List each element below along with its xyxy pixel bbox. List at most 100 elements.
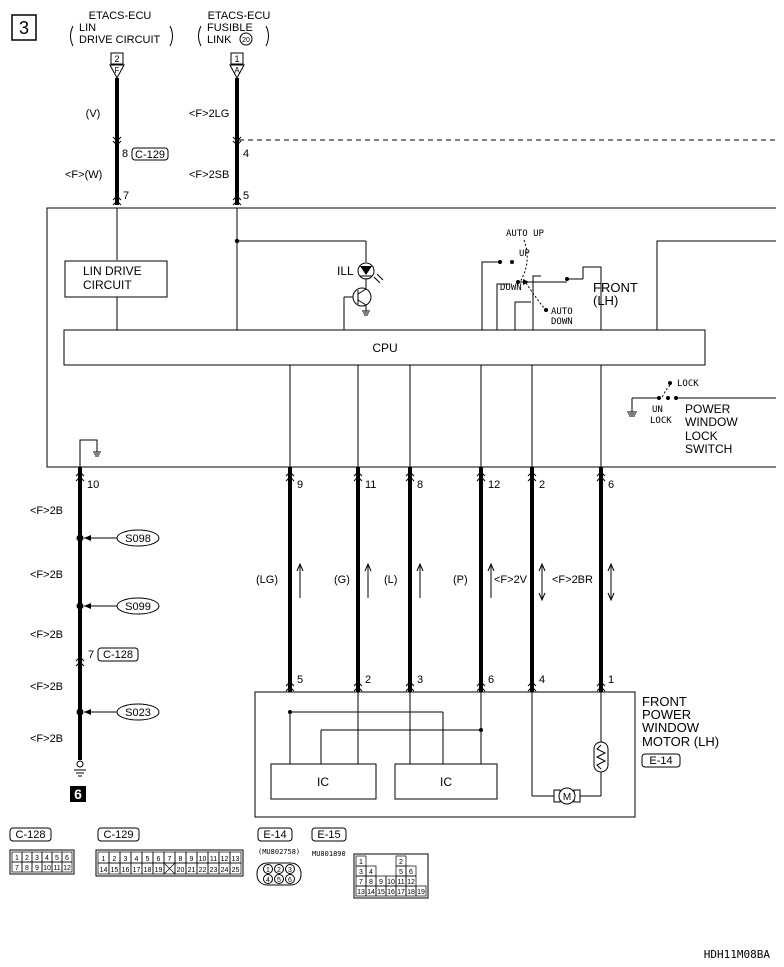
signal-pin-top: 11: [365, 479, 376, 491]
signal-color: (P): [453, 574, 468, 586]
svg-text:6: 6: [409, 869, 413, 876]
svg-text:S023: S023: [125, 707, 151, 719]
svg-text:7: 7: [359, 879, 363, 886]
svg-text:1: 1: [15, 855, 19, 862]
svg-text:19: 19: [155, 867, 163, 874]
ground-color-5: <F>2B: [30, 733, 63, 745]
ic-left: [270, 763, 377, 800]
lock-label: LOCK: [677, 379, 699, 389]
ground-pin-top: 10: [87, 479, 99, 491]
svg-text:13: 13: [232, 856, 240, 863]
svg-text:5: 5: [146, 856, 150, 863]
svg-text:18: 18: [144, 867, 152, 874]
signal-color: <F>2V: [494, 574, 528, 586]
svg-text:13: 13: [357, 889, 365, 896]
motor-line3: WINDOW: [642, 720, 700, 735]
svg-text:11: 11: [53, 865, 60, 872]
svg-text:10: 10: [387, 879, 395, 886]
source-etacs-fusible: ETACS-ECU FUSIBLE LINK 20 1 A: [198, 10, 270, 80]
svg-text:12: 12: [221, 856, 229, 863]
auto-up-label: AUTO UP: [506, 229, 545, 239]
lock-switch-line4: SWITCH: [685, 442, 732, 456]
front-lh-line1: FRONT: [593, 280, 638, 295]
signal-wire-2: 11 2 (G): [334, 467, 376, 692]
signal-pin-top: 6: [608, 479, 614, 491]
svg-text:4: 4: [45, 855, 49, 862]
transistor-icon: [352, 287, 372, 307]
signal-pin-top: 9: [297, 479, 303, 491]
wire-lin-pin-mid: 8: [122, 148, 128, 160]
svg-text:2: 2: [113, 856, 117, 863]
svg-text:17: 17: [133, 867, 141, 874]
svg-text:5: 5: [277, 877, 281, 884]
svg-text:6: 6: [288, 877, 292, 884]
svg-text:3: 3: [35, 855, 39, 862]
cpu-block: [63, 329, 706, 366]
svg-text:IC: IC: [440, 775, 452, 789]
down-label: DOWN: [500, 283, 522, 293]
source-right-sub1: FUSIBLE: [207, 22, 253, 34]
svg-text:12: 12: [63, 865, 71, 872]
svg-text:4: 4: [369, 869, 373, 876]
svg-text:6: 6: [157, 856, 161, 863]
svg-text:7: 7: [168, 856, 172, 863]
wire-power-pin-mid: 4: [243, 148, 249, 160]
svg-text:M: M: [563, 792, 571, 803]
svg-text:IC: IC: [317, 775, 329, 789]
svg-text:(MU802758): (MU802758): [258, 848, 300, 856]
svg-text:11: 11: [210, 856, 217, 863]
up-label: UP: [519, 249, 530, 259]
source-right-fuse: 20: [242, 37, 250, 44]
svg-text:6: 6: [65, 855, 69, 862]
svg-text:2: 2: [399, 859, 403, 866]
svg-text:5: 5: [55, 855, 59, 862]
svg-text:14: 14: [100, 867, 108, 874]
lin-drive-block: [64, 260, 168, 298]
svg-text:16: 16: [122, 867, 130, 874]
signal-pin-bottom: 3: [417, 674, 423, 686]
svg-text:15: 15: [111, 867, 119, 874]
svg-text:17: 17: [397, 889, 405, 896]
svg-text:1: 1: [102, 856, 106, 863]
svg-text:C-128: C-128: [16, 829, 46, 841]
ground-color-3: <F>2B: [30, 629, 63, 641]
source-right-pin: 1: [234, 54, 239, 64]
source-etacs-lin: ETACS-ECU LIN DRIVE CIRCUIT 2 F: [70, 10, 173, 80]
source-left-name: ETACS-ECU: [89, 10, 152, 22]
ground-conn-pin: 7: [88, 649, 94, 661]
source-left-sub1: LIN: [79, 22, 96, 34]
svg-text:E-15: E-15: [317, 829, 340, 841]
signal-pin-bottom: 6: [488, 674, 494, 686]
svg-text:1: 1: [266, 867, 270, 874]
svg-text:1: 1: [359, 859, 363, 866]
lin-drive-line2: CIRCUIT: [83, 278, 132, 292]
svg-text:8: 8: [25, 865, 29, 872]
svg-text:20: 20: [177, 867, 185, 874]
lin-drive-line1: LIN DRIVE: [83, 264, 142, 278]
svg-text:25: 25: [232, 867, 240, 874]
svg-text:24: 24: [221, 867, 229, 874]
figure-code: HDH11M08BA: [704, 948, 771, 961]
splice-s099: S099: [76, 597, 160, 615]
signal-wire-4: 126(P): [453, 467, 500, 692]
signal-color: (G): [334, 574, 350, 586]
svg-text:22: 22: [199, 867, 207, 874]
svg-text:2: 2: [277, 867, 281, 874]
signal-wire-3: 83(L): [384, 467, 424, 692]
auto-down-label-2: DOWN: [551, 317, 573, 327]
lock-switch-line1: POWER: [685, 402, 731, 416]
svg-text:5: 5: [399, 869, 403, 876]
svg-text:7: 7: [15, 865, 19, 872]
signal-pin-bottom: 2: [365, 674, 371, 686]
svg-text:19: 19: [417, 889, 425, 896]
motor-line2: POWER: [642, 707, 691, 722]
ill-label: ILL: [337, 264, 354, 278]
svg-text:4: 4: [135, 856, 139, 863]
svg-text:S098: S098: [125, 533, 151, 545]
svg-text:18: 18: [407, 889, 415, 896]
svg-text:3: 3: [124, 856, 128, 863]
unlock-line1: UN: [652, 405, 663, 415]
